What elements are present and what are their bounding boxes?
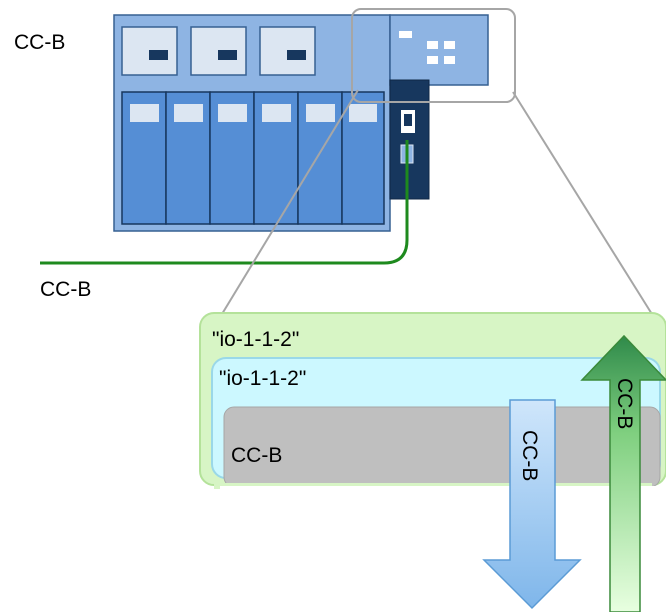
network-module-led-1: [399, 31, 412, 38]
comm-module-port-inner: [404, 114, 412, 126]
upper-module-1-handle: [149, 50, 168, 60]
plc-rack: [113, 14, 489, 232]
network-line-label: CC-B: [40, 278, 91, 301]
gray-bar: [223, 406, 661, 488]
network-module-led-4: [427, 56, 438, 64]
zoom-outline: [351, 8, 516, 103]
zoom-line-right: [512, 91, 661, 328]
io-module-3-slot: [218, 104, 247, 122]
network-module: [389, 14, 489, 86]
network-module-led-5: [444, 56, 455, 64]
gray-bar-clip: [220, 486, 664, 494]
blue-arrow-label: CC-B: [518, 430, 541, 481]
green-arrow: [580, 334, 666, 612]
io-module-6-slot: [349, 104, 377, 122]
gray-bar-label: CC-B: [231, 444, 282, 467]
blue-arrow: [482, 399, 582, 610]
upper-module-3-handle: [287, 50, 306, 60]
io-modules: [121, 91, 385, 225]
io-module-2-slot: [174, 104, 203, 122]
network-cable: [40, 140, 409, 265]
green-arrow-label: CC-B: [613, 378, 636, 429]
inner-box-label: "io-1-1-2": [219, 367, 306, 390]
upper-module-2-handle: [218, 50, 237, 60]
comm-module: [389, 79, 430, 200]
io-module-5-slot: [306, 104, 335, 122]
zoom-line-left: [204, 89, 359, 343]
upper-modules: [121, 26, 316, 76]
network-module-led-2: [427, 41, 438, 49]
top-left-label: CC-B: [14, 31, 65, 54]
network-module-led-3: [444, 41, 455, 49]
io-module-1-slot: [130, 104, 159, 122]
outer-box-label: "io-1-1-2": [212, 328, 299, 351]
io-module-4-slot: [262, 104, 291, 122]
